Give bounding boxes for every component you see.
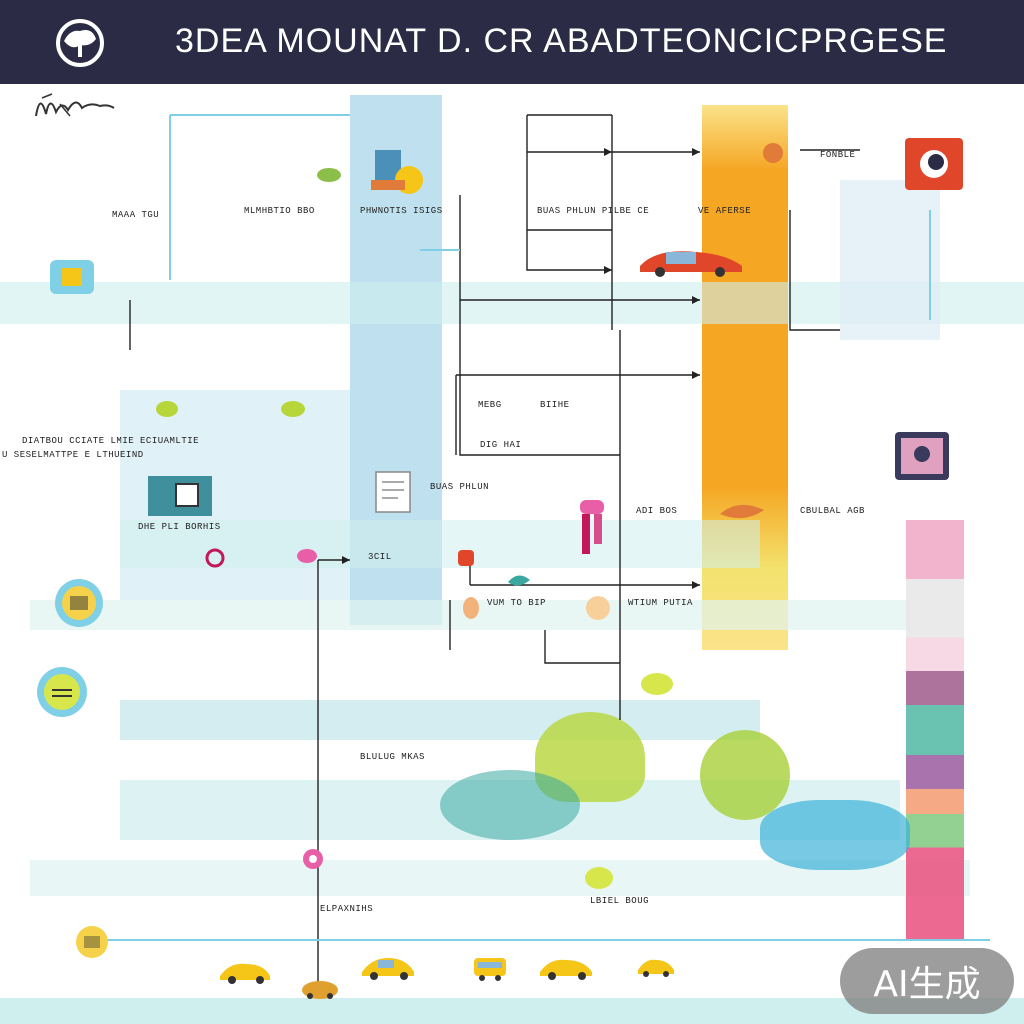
teal-leaf-icon	[508, 575, 530, 586]
label-l6: DIATBOU CCIATE LMIE ECIUAMLTIE	[22, 436, 200, 446]
label-l7: U SESELMATTPE E LTHUEIND	[2, 450, 144, 460]
teal-device-icon	[50, 260, 94, 294]
taxi-icon-1	[220, 963, 270, 984]
label-l19: LBIEL BOUG	[590, 896, 650, 906]
teal-panel-icon	[148, 476, 212, 516]
handwritten-signature	[35, 93, 115, 117]
header-bar: 3DEA MOUNAT D. CR ABADTEONCICPRGESE	[0, 0, 1024, 84]
page-title: 3DEA MOUNAT D. CR ABADTEONCICPRGESE	[175, 22, 948, 60]
circle-node-lime-icon	[37, 667, 87, 717]
pink-dot-icon	[297, 549, 317, 563]
bug-car-icon	[302, 981, 338, 999]
circle-node-yellow-icon	[55, 579, 103, 627]
taxi-icon-4	[638, 959, 674, 977]
label-l11: BUAS PHLUN	[430, 482, 490, 492]
tree-globe-logo-icon	[56, 19, 104, 67]
label-l10: DIG HAI	[480, 440, 522, 450]
label-l21: FONBLE	[820, 150, 856, 160]
label-l5: VE AFERSE	[698, 206, 752, 216]
label-l2: MLMHBTIO BBO	[244, 206, 315, 216]
document-icon	[375, 471, 411, 513]
peach-oval-icon	[586, 596, 610, 620]
purple-card-icon	[895, 432, 949, 480]
blue-blob	[760, 800, 910, 870]
label-l12: DHE PLI BORHIS	[138, 522, 221, 532]
label-l13: 3CIL	[368, 552, 392, 562]
car-red-icon	[640, 251, 742, 277]
pin-pink-icon	[303, 849, 323, 869]
label-l3: PHWNOTIS ISIGS	[360, 206, 443, 216]
label-l9: BIIHE	[540, 400, 570, 410]
band-right-stack	[906, 520, 964, 940]
lime-dot-icon-3	[641, 673, 673, 695]
taxi-icon-3	[540, 959, 592, 980]
ai-generated-badge: AI生成	[840, 948, 1014, 1014]
green-leaf-icon	[317, 168, 341, 182]
band-horizontal-2	[120, 520, 760, 568]
orange-dot-icon	[763, 143, 783, 163]
label-l8: MEBG	[478, 400, 502, 410]
bus-icon	[474, 958, 506, 981]
lime-dot-icon-2	[281, 401, 305, 417]
machine-node-icon	[371, 150, 423, 194]
lime-dot-icon-1	[156, 401, 178, 417]
label-l17: BLULUG MKAS	[360, 752, 425, 762]
orange-leaf-icon	[720, 504, 764, 519]
circle-node-bottom-icon	[76, 926, 108, 958]
label-l1: MAAA TGU	[112, 210, 160, 220]
orange-square-icon	[905, 138, 963, 190]
label-l20: CBULBAL AGB	[800, 506, 865, 516]
band-pipe-lower	[120, 700, 760, 740]
label-l4: BUAS PHLUN PILBE CE	[537, 206, 650, 216]
lime-blob-2	[700, 730, 790, 820]
band-right-top	[840, 180, 940, 340]
label-l14: VUM TO BIP	[487, 598, 547, 608]
label-l16: ADI BOS	[636, 506, 678, 516]
teal-blob	[440, 770, 580, 840]
label-l15: WTIUM PUTIA	[628, 598, 693, 608]
pink-gadget-icon	[580, 500, 604, 554]
label-l18: ELPAXNIHS	[320, 904, 374, 914]
taxi-icon-2	[362, 958, 414, 980]
pink-arrow-icon	[458, 550, 474, 566]
lime-dot-icon-4	[585, 867, 613, 889]
orange-oval-icon	[463, 597, 479, 619]
pin-red-icon	[205, 548, 225, 568]
